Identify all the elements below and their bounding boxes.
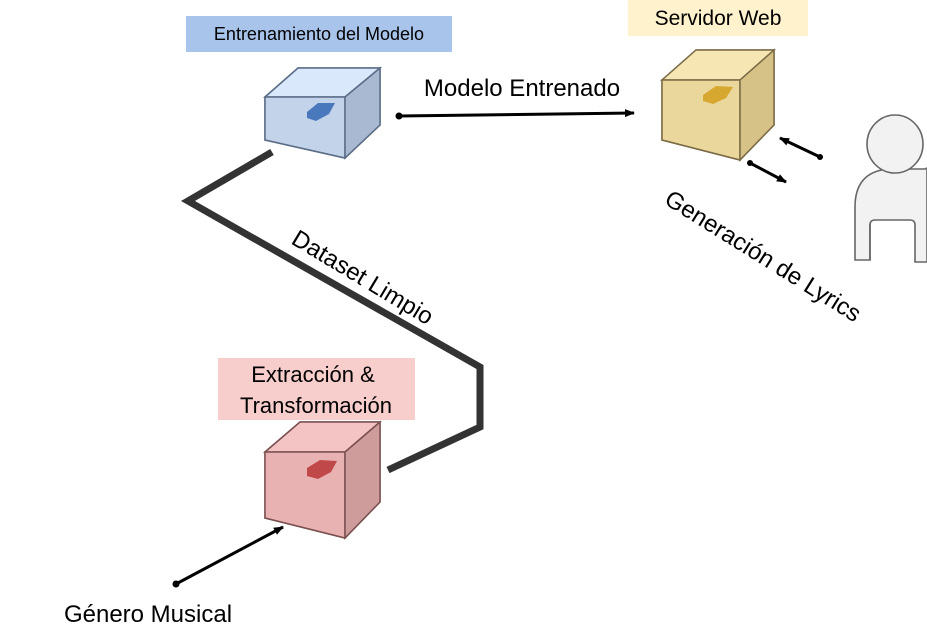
server-label: Servidor Web: [655, 7, 782, 30]
trained-model-edge-start: [395, 112, 403, 120]
server-to-user-arrow: [749, 161, 787, 184]
extraction-node-cube[interactable]: [262, 420, 383, 540]
extraction-label-line2: Transformación: [240, 393, 392, 418]
training-label-bg: [186, 16, 452, 52]
music-genre-edge-start: [172, 580, 180, 588]
trained-model-label: Modelo Entrenado: [424, 75, 620, 102]
extraction-label-line1: Extracción &: [251, 362, 375, 387]
trained-model-edge: [398, 109, 635, 118]
user-to-server-arrow-start: [817, 154, 823, 160]
user-icon: [854, 114, 927, 263]
clean-dataset-label: Dataset Limpio: [287, 225, 438, 331]
user-to-server-arrow: [779, 136, 821, 159]
training-node-cube[interactable]: [263, 66, 383, 160]
music-genre-label: Género Musical: [64, 601, 232, 628]
server-label-bg: [628, 0, 808, 36]
lyrics-generation-label: Generación de Lyrics: [660, 185, 866, 328]
extraction-label-bg: [218, 358, 415, 420]
server-node-cube[interactable]: [660, 48, 776, 162]
clean-dataset-edge: [180, 148, 484, 474]
server-to-user-arrow-start: [747, 160, 753, 166]
training-label: Entrenamiento del Modelo: [214, 24, 424, 44]
music-genre-edge: [175, 525, 284, 586]
